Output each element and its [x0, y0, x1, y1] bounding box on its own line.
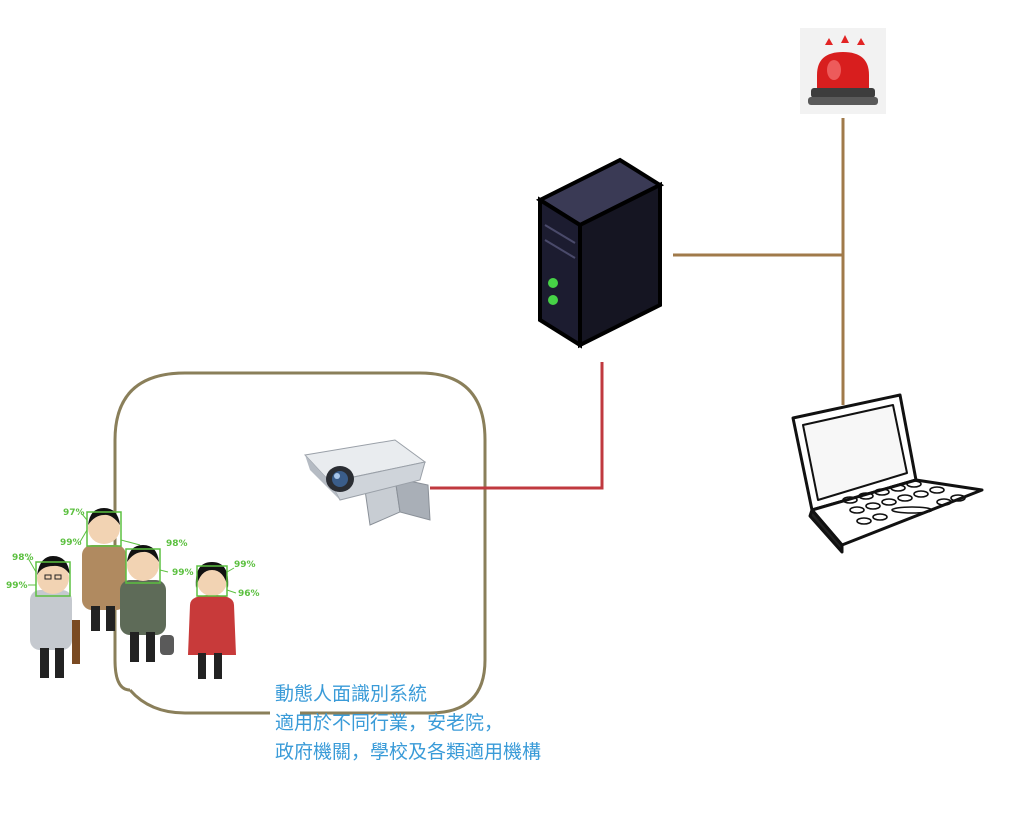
caption-title: 動態人面識別系統: [275, 683, 428, 705]
monitored-zone-border: [113, 371, 487, 715]
pedestrian-group-icon: 97% 99% 98% 99% 98% 99% 99% 96%: [6, 508, 260, 679]
detection-label-7: 99%: [234, 560, 256, 570]
detection-label-4: 99%: [6, 581, 28, 591]
network-cables: [673, 118, 845, 405]
detection-label-1: 97%: [63, 508, 85, 518]
caption-line-3: 政府機關，學校及各類適用機構: [275, 741, 542, 763]
detection-label-3: 98%: [12, 553, 34, 563]
person-3: [120, 545, 174, 662]
caption-line-2: 適用於不同行業，安老院，: [275, 712, 504, 734]
person-1: [30, 556, 80, 678]
person-2: [82, 508, 126, 631]
server-tower-icon: [535, 157, 665, 349]
laptop-icon: [791, 393, 984, 554]
detection-label-6: 99%: [172, 568, 194, 578]
red-siren-icon: [800, 28, 886, 114]
monitored-zone-border-bottom: [128, 689, 270, 715]
system-caption: 動態人面識別系統 適用於不同行業，安老院， 政府機關，學校及各類適用機構: [275, 680, 541, 767]
detection-label-5: 98%: [166, 539, 188, 549]
detection-label-2: 99%: [60, 538, 82, 548]
detection-label-8: 96%: [238, 589, 260, 599]
cable-camera-to-server: [430, 362, 604, 490]
cctv-camera-icon: [304, 439, 431, 526]
person-4: [188, 562, 236, 679]
